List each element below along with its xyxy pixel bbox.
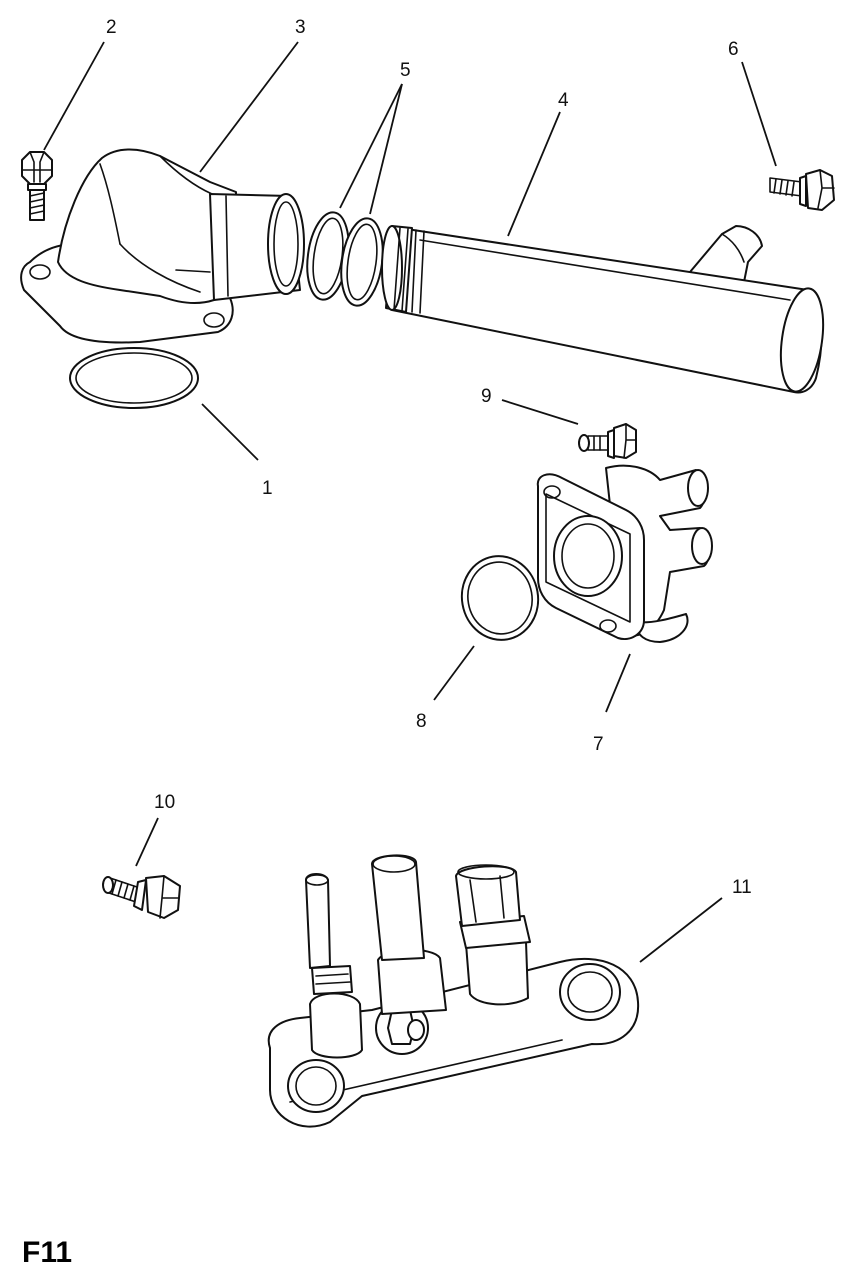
leader-lines: [43, 41, 777, 963]
part-8-seal-ring: [460, 555, 540, 641]
part-5-seal-rings: [306, 211, 384, 307]
callout-5: 5: [400, 60, 411, 81]
callout-labels: 1 2 3 4 5 6 7 8 9 10 11: [106, 17, 752, 898]
part-4-coolant-pipe: [381, 225, 825, 394]
callout-1: 1: [262, 478, 273, 499]
callout-3: 3: [295, 17, 306, 38]
callout-11: 11: [732, 877, 752, 898]
part-1-o-ring: [69, 347, 199, 409]
callout-2: 2: [106, 17, 117, 38]
part-10-bolt: [102, 875, 181, 919]
part-9-bolt: [578, 423, 637, 459]
part-3-elbow-housing: [20, 148, 305, 344]
callout-6: 6: [728, 39, 739, 60]
callout-9: 9: [481, 386, 492, 407]
callout-7: 7: [593, 734, 604, 755]
callout-4: 4: [558, 90, 569, 111]
figure-label: F11: [22, 1236, 72, 1269]
callout-8: 8: [416, 711, 427, 732]
part-6-bolt: [769, 169, 835, 211]
part-11-coolant-manifold: [267, 854, 640, 1128]
callout-10: 10: [154, 792, 175, 813]
part-7-thermostat-housing: [536, 464, 713, 643]
part-2-bolt: [21, 151, 53, 221]
